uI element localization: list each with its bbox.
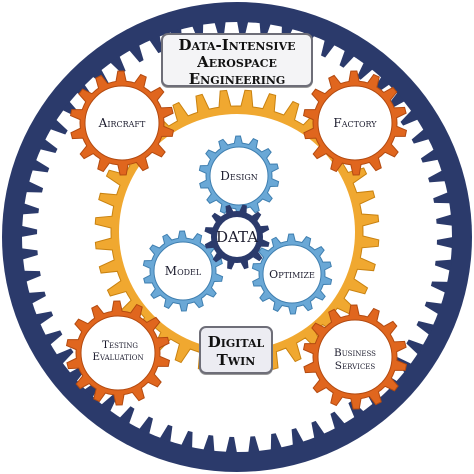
services-label: Services [335, 360, 376, 372]
aircraft-label: Aircraft [98, 116, 146, 130]
factory-label: Factory [333, 116, 377, 130]
title-line-2: Aerospace [197, 53, 277, 71]
business-label: Business [334, 347, 376, 359]
aircraft-gear [69, 70, 175, 176]
business-services-gear [302, 304, 408, 410]
evaluation-label: Evaluation [92, 351, 143, 363]
twin-line-2: Twin [216, 351, 256, 369]
digital-twin-box: Digital Twin [199, 326, 273, 374]
design-label: Design [220, 169, 258, 183]
title-box: Data-Intensive Aerospace Engineering [161, 33, 313, 88]
title-line-1: Data-Intensive [178, 36, 296, 54]
design-gear [198, 135, 280, 217]
model-label: Model [165, 264, 202, 278]
optimize-gear [251, 233, 333, 315]
data-label: DATA [216, 228, 258, 246]
testing-evaluation-gear [65, 300, 171, 406]
twin-line-1: Digital [207, 333, 265, 351]
title-line-3: Engineering [188, 70, 286, 88]
factory-gear [302, 70, 408, 176]
optimize-label: Optimize [269, 268, 315, 281]
data-gear [204, 204, 270, 270]
model-gear [142, 230, 224, 312]
testing-label: Testing [102, 339, 138, 351]
